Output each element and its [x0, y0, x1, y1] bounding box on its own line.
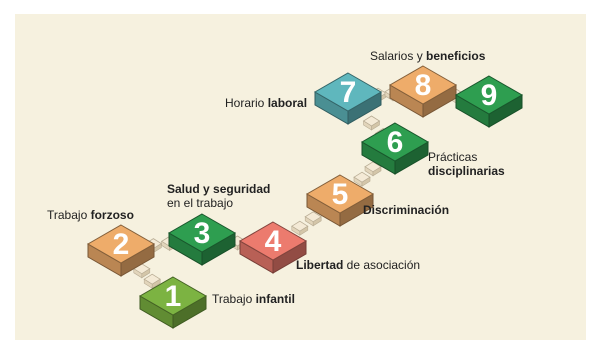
step-6-label: Prácticas disciplinarias: [428, 150, 505, 178]
step-6-block: 6: [360, 122, 430, 175]
step-2-label: Trabajo forzoso: [47, 208, 134, 222]
step-3-label: Salud y seguridad en el trabajo: [167, 182, 271, 210]
step-6-number: 6: [387, 126, 404, 159]
step-5-block: 5: [305, 174, 375, 227]
step-3-block: 3: [167, 213, 237, 266]
step-2-number: 2: [113, 228, 130, 261]
step-5-label: Discriminación: [363, 203, 450, 217]
step-1-label: Trabajo infantil: [212, 292, 295, 306]
step-1-number: 1: [165, 280, 182, 313]
step-8-block: 8: [388, 65, 458, 118]
step-2-block: 2: [86, 224, 156, 277]
step-1-block: 1: [138, 276, 208, 329]
step-9-number: 9: [481, 79, 498, 112]
step-4-block: 4: [238, 221, 308, 274]
step-5-number: 5: [332, 178, 349, 211]
step-4-number: 4: [265, 225, 282, 258]
step-8-number: 8: [415, 69, 432, 102]
step-9-block: 9: [454, 75, 524, 128]
step-7-number: 7: [340, 76, 357, 109]
step-7-block: 7: [313, 72, 383, 125]
step-8-label: Salarios y beneficios: [370, 49, 486, 63]
step-7-label: Horario laboral: [225, 96, 308, 110]
steps-diagram: 1 2 3 4 5 67 8 9: [86, 65, 524, 329]
step-3-number: 3: [194, 217, 211, 250]
step-4-label: Libertad de asociación: [296, 258, 421, 272]
